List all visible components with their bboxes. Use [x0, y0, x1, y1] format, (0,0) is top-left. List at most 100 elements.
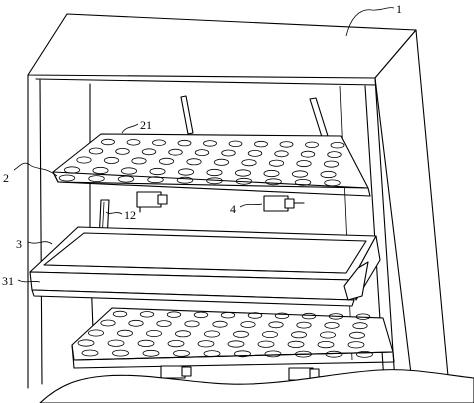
shelf-hole: [100, 319, 116, 327]
shelf-hole: [348, 331, 365, 339]
shelf-hole: [101, 138, 115, 146]
shelf-hole: [194, 149, 210, 157]
shelf-hole: [247, 312, 263, 319]
shelf-hole: [305, 141, 319, 148]
shelf-hole: [301, 312, 317, 320]
label-2: 2: [3, 171, 9, 185]
shelf-hole: [81, 349, 99, 357]
shelf-hole: [234, 350, 251, 358]
drawer-3: [29, 226, 381, 307]
shelf-hole: [206, 168, 223, 177]
shelf-hole: [203, 330, 220, 338]
shelf-hole: [296, 321, 312, 329]
shelf-hole: [320, 170, 337, 179]
shelf-hole: [279, 141, 294, 148]
clamp-4: [263, 195, 305, 212]
shelf-hole: [92, 166, 109, 175]
lower-shelf-holes: [77, 310, 373, 358]
shelf-hole: [112, 349, 129, 357]
label-21: 21: [140, 118, 152, 132]
shelf-hole: [139, 311, 155, 318]
clamp-lower-left: [160, 365, 192, 379]
shelf-hole: [126, 139, 141, 146]
shelf-hole: [221, 149, 236, 157]
shelf-hole: [137, 339, 155, 347]
shelf-hole: [356, 350, 373, 358]
shelf-hole: [88, 329, 105, 337]
shelf-hole: [241, 159, 257, 167]
shelf-hole: [168, 148, 183, 156]
shelf-hole: [330, 141, 345, 149]
shelf-hole: [184, 320, 200, 328]
shelf-hole: [174, 330, 191, 338]
shelf-hole: [141, 148, 157, 156]
reference-labels: 1 2 21 3 31 12 4: [2, 2, 402, 288]
shelf-hole: [115, 147, 130, 155]
back-brackets: [180, 95, 329, 138]
shelf-hole: [274, 312, 290, 319]
shelf-hole: [177, 168, 194, 176]
shelf-hole: [176, 176, 194, 184]
shelf-hole: [203, 140, 217, 147]
shelf-hole: [145, 329, 162, 337]
shelf-hole: [177, 139, 192, 147]
label-4: 4: [230, 202, 236, 216]
shelf-hole: [300, 150, 316, 158]
shelf-hole: [117, 329, 134, 337]
shelf-hole: [131, 157, 147, 165]
shelf-hole: [88, 175, 105, 183]
shelf-hole: [263, 169, 280, 178]
label-1: 1: [396, 2, 402, 16]
shelf-hole: [265, 178, 282, 186]
shelf-hole: [274, 150, 289, 158]
shelf-hole: [319, 331, 336, 339]
label-31: 31: [2, 274, 14, 288]
shelf-hole: [103, 156, 120, 164]
upper-shelf: [52, 133, 371, 197]
shelf-hole: [117, 175, 135, 183]
leader-lines: [13, 7, 395, 283]
shelf-hole: [121, 167, 138, 175]
shelf-hole: [247, 149, 263, 157]
shelf-hole: [206, 177, 223, 185]
shelf-hole: [327, 151, 342, 159]
shelf-hole: [77, 339, 95, 347]
shelf-hole: [186, 158, 202, 166]
shelf-hole: [213, 158, 230, 166]
shelf-hole: [142, 349, 160, 357]
shelf-hole: [156, 320, 172, 328]
shelf-hole: [203, 350, 221, 358]
shelf-hole: [352, 322, 368, 330]
shelf-hole: [228, 140, 243, 147]
shelf-hole: [296, 160, 312, 168]
shelf-hole: [220, 312, 236, 319]
shelf-hole: [323, 160, 340, 168]
shelf-hole: [147, 176, 164, 184]
label-12: 12: [124, 208, 136, 222]
shelf-hole: [261, 330, 278, 338]
shelf-hole: [212, 320, 228, 328]
shelf-hole: [254, 140, 268, 148]
shelf-hole: [227, 340, 245, 348]
shelf-hole: [355, 313, 371, 320]
shelf-hole: [328, 313, 344, 320]
shelf-hole: [76, 156, 92, 164]
shelf-hole: [166, 311, 182, 318]
shelf-hole: [268, 159, 285, 167]
shelf-hole: [64, 166, 81, 174]
shelf-hole: [152, 139, 166, 146]
shelf-hole: [268, 321, 284, 329]
shelf-hole: [291, 170, 308, 178]
shelf-hole: [112, 310, 128, 318]
lower-shelf: [71, 307, 395, 369]
ground-break-line: [39, 369, 474, 403]
shelf-hole: [107, 339, 125, 347]
upper-shelf-holes: [58, 138, 345, 187]
shelf-hole: [128, 319, 144, 327]
shelf-hole: [235, 177, 253, 185]
shelf-hole: [240, 321, 256, 328]
shelf-hole: [234, 169, 251, 177]
clamp-upper-left: [136, 191, 168, 213]
shelf-hole: [264, 350, 282, 358]
